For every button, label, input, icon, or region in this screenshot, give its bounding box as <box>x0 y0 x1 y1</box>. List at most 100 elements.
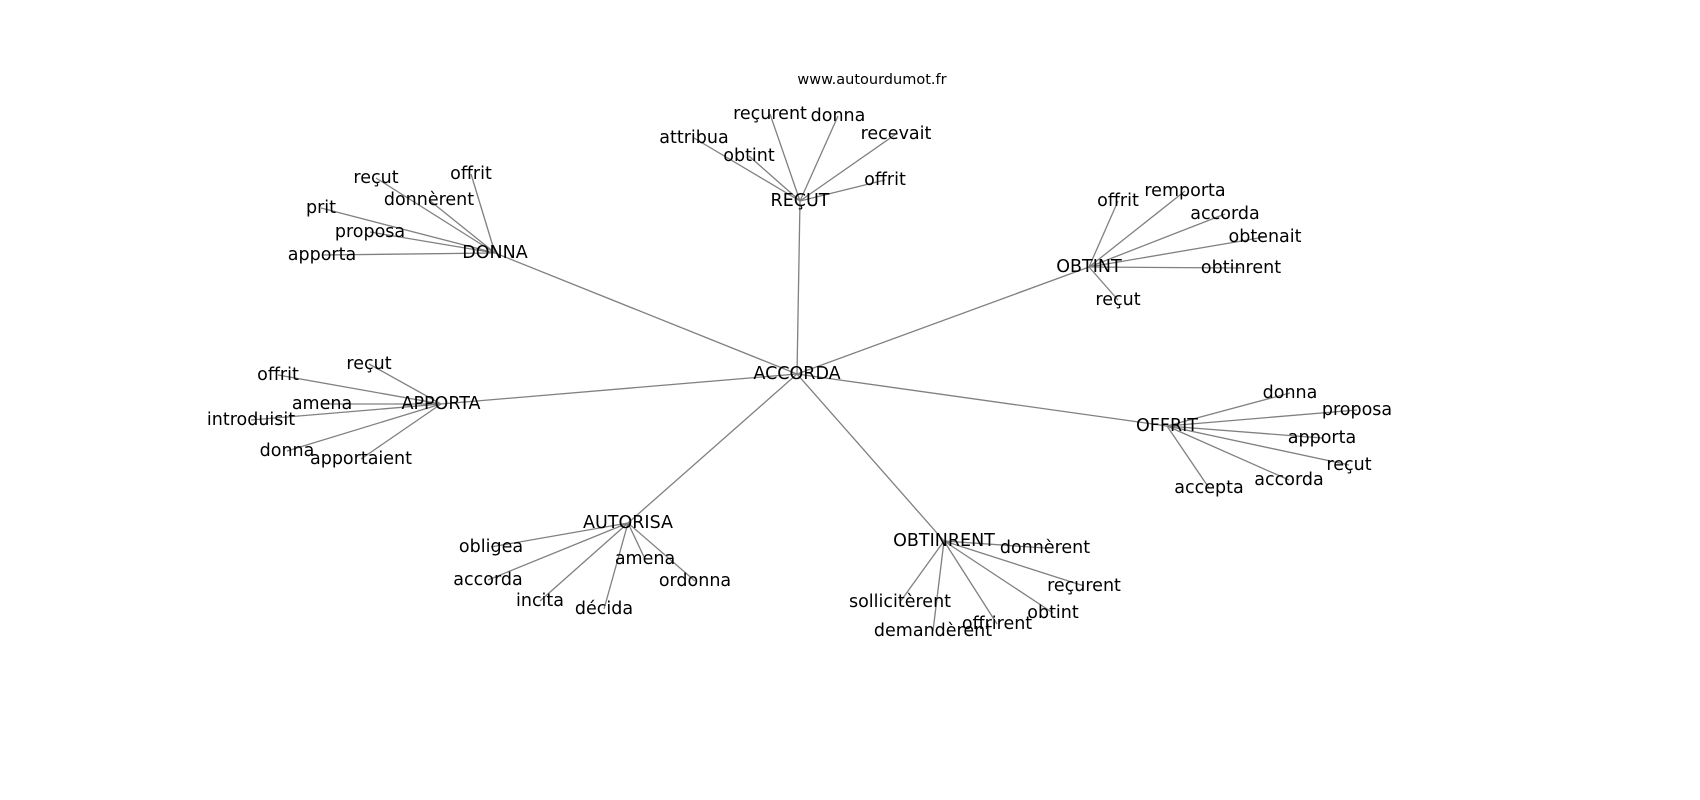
edge-apporta-donna <box>286 403 442 452</box>
edge-recut-offrit <box>799 179 886 202</box>
node-leaf-recut-recevait: recevait <box>861 124 932 144</box>
edge-apporta-offrit <box>277 374 442 405</box>
edge-autorisa-accorda <box>487 522 629 581</box>
edge-recut-attribua <box>693 137 801 202</box>
edge-root-offrit <box>796 373 1168 427</box>
edge-obtinrent-offrirent <box>943 540 998 625</box>
node-leaf-offrit-accorda: accorda <box>1254 470 1323 490</box>
node-leaf-offrit-apporta: apporta <box>1288 428 1356 448</box>
node-leaf-obtint-accorda: accorda <box>1190 204 1259 224</box>
node-hub-offrit: OFFRIT <box>1136 416 1198 436</box>
node-leaf-donna-offrit: offrit <box>450 164 492 184</box>
edge-obtinrent-donnerent <box>943 540 1046 549</box>
node-leaf-obtinrent-solliciterent: sollicitèrent <box>849 592 951 612</box>
edge-obtint-obtenait <box>1088 236 1266 268</box>
edge-obtinrent-solliciterent <box>899 540 945 603</box>
node-leaf-apporta-amena: amena <box>292 394 352 414</box>
node-leaf-recut-obtint: obtint <box>723 146 775 166</box>
edge-root-recut <box>796 200 801 375</box>
edge-obtint-recut <box>1088 266 1119 301</box>
node-leaf-obtinrent-offrirent: offrirent <box>962 614 1032 634</box>
edge-root-obtint <box>796 266 1090 375</box>
edge-apporta-apportaient <box>360 403 442 460</box>
node-leaf-obtinrent-donnerent: donnèrent <box>1000 538 1090 558</box>
edge-autorisa-obligea <box>490 522 629 548</box>
edge-root-obtinrent <box>796 373 945 542</box>
node-leaf-offrit-donna: donna <box>1263 383 1318 403</box>
node-leaf-autorisa-amena: amena <box>615 549 675 569</box>
node-leaf-autorisa-obligea: obligea <box>459 537 523 557</box>
node-leaf-obtinrent-demanderent: demandèrent <box>874 621 992 641</box>
edge-donna-recut <box>375 177 496 254</box>
edge-root-autorisa <box>627 373 798 524</box>
node-hub-obtint: OBTINT <box>1056 257 1122 277</box>
node-leaf-recut-recurent: reçurent <box>733 104 807 124</box>
node-leaf-obtint-remporta: remporta <box>1144 181 1225 201</box>
node-root: ACCORDA <box>753 364 840 384</box>
node-leaf-autorisa-incita: incita <box>516 591 564 611</box>
edge-recut-recurent <box>769 113 801 202</box>
edge-donna-apporta <box>321 252 496 256</box>
node-leaf-donna-donnerent: donnèrent <box>384 190 474 210</box>
edge-autorisa-amena <box>627 522 646 560</box>
edge-donna-proposa <box>369 231 496 254</box>
edge-obtint-accorda <box>1088 213 1226 268</box>
node-leaf-obtint-obtinrent: obtinrent <box>1201 258 1281 278</box>
node-hub-autorisa: AUTORISA <box>583 513 673 533</box>
node-leaf-apporta-recut: reçut <box>346 354 391 374</box>
node-leaf-obtint-obtenait: obtenait <box>1229 227 1302 247</box>
node-leaf-donna-apporta: apporta <box>288 245 356 265</box>
edge-autorisa-decida <box>603 522 629 610</box>
edge-offrit-apporta <box>1166 425 1323 439</box>
edge-obtint-obtinrent <box>1088 266 1242 269</box>
edge-autorisa-ordonna <box>627 522 696 582</box>
node-leaf-recut-attribua: attribua <box>659 128 728 148</box>
node-leaf-offrit-proposa: proposa <box>1322 400 1392 420</box>
node-leaf-obtint-recut: reçut <box>1095 290 1140 310</box>
node-leaf-autorisa-ordonna: ordonna <box>659 571 731 591</box>
node-leaf-obtint-offrit: offrit <box>1097 191 1139 211</box>
edge-obtinrent-recurent <box>943 540 1085 587</box>
node-leaf-obtinrent-recurent: reçurent <box>1047 576 1121 596</box>
edges-layer <box>250 113 1358 632</box>
node-leaf-recut-offrit: offrit <box>864 170 906 190</box>
site-caption: www.autourdumot.fr <box>797 72 947 88</box>
node-leaf-donna-recut: reçut <box>353 168 398 188</box>
edge-offrit-proposa <box>1166 409 1358 427</box>
node-hub-apporta: APPORTA <box>401 394 480 414</box>
node-leaf-donna-proposa: proposa <box>335 222 405 242</box>
node-leaf-apporta-apportaient: apportaient <box>310 449 412 469</box>
node-hub-obtinrent: OBTINRENT <box>893 531 995 551</box>
edge-recut-donna <box>799 115 839 202</box>
node-leaf-apporta-donna: donna <box>260 441 315 461</box>
edge-autorisa-incita <box>539 522 629 602</box>
edge-obtint-remporta <box>1088 190 1186 268</box>
node-leaf-donna-prit: prit <box>306 198 336 218</box>
node-hub-recut: REÇUT <box>771 191 830 211</box>
edge-recut-obtint <box>748 155 801 202</box>
edge-donna-donnerent <box>428 199 496 254</box>
edge-root-apporta <box>440 373 798 405</box>
edge-offrit-recut <box>1166 425 1350 466</box>
edge-obtint-offrit <box>1088 200 1119 268</box>
node-leaf-autorisa-decida: décida <box>575 599 633 619</box>
node-hub-donna: DONNA <box>462 243 527 263</box>
edge-apporta-recut <box>368 363 442 405</box>
edge-recut-recevait <box>799 133 897 202</box>
edge-offrit-donna <box>1166 392 1291 427</box>
node-leaf-apporta-offrit: offrit <box>257 365 299 385</box>
node-leaf-recut-donna: donna <box>811 106 866 126</box>
node-leaf-offrit-recut: reçut <box>1326 455 1371 475</box>
edge-offrit-accorda <box>1166 425 1290 481</box>
edge-donna-offrit <box>470 173 496 254</box>
edge-apporta-introduisit <box>250 403 442 421</box>
node-leaf-apporta-introduisit: introduisit <box>207 410 295 430</box>
edge-offrit-accepta <box>1166 425 1210 489</box>
node-leaf-obtinrent-obtint: obtint <box>1027 603 1079 623</box>
node-leaf-autorisa-accorda: accorda <box>453 570 522 590</box>
edge-obtinrent-demanderent <box>932 540 945 632</box>
node-leaf-offrit-accepta: accepta <box>1174 478 1243 498</box>
edge-donna-prit <box>320 207 496 254</box>
